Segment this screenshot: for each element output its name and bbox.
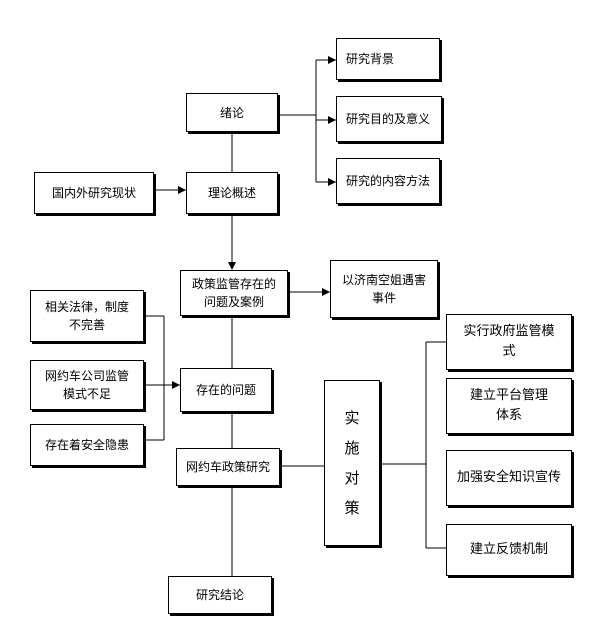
policy-problems-label: 政策监管存在的问题及案例 [191, 277, 276, 309]
conclusion-label: 研究结论 [195, 588, 244, 602]
safety-node: 存在着安全隐患 [30, 424, 144, 466]
conclusion-node: 研究结论 [168, 576, 272, 614]
purpose-label: 研究目的及意义 [346, 112, 431, 126]
platform-node: 建立平台管理体系 [446, 378, 572, 434]
law-node: 相关法律，制度不完善 [30, 290, 144, 342]
issues-label: 存在的问题 [195, 383, 256, 397]
law-label: 相关法律，制度不完善 [44, 300, 129, 332]
awareness-label: 加强安全知识宣传 [457, 470, 562, 485]
safety-label: 存在着安全隐患 [44, 438, 129, 452]
issues-node: 存在的问题 [180, 368, 272, 412]
measures-char-2: 施 [344, 439, 360, 457]
purpose-node: 研究目的及意义 [336, 96, 442, 142]
feedback-node: 建立反馈机制 [446, 524, 572, 576]
platform-label: 建立平台管理体系 [469, 388, 548, 423]
measures-node: 实 施 对 策 [324, 380, 380, 546]
company-mode-node: 网约车公司监管模式不足 [30, 360, 144, 410]
measures-char-3: 对 [344, 469, 360, 487]
awareness-node: 加强安全知识宣传 [446, 450, 572, 506]
domestic-research-label: 国内外研究现状 [51, 186, 136, 200]
method-node: 研究的内容方法 [336, 158, 440, 204]
gov-mode-label: 实行政府监管模式 [463, 324, 555, 359]
method-label: 研究的内容方法 [346, 174, 431, 188]
feedback-label: 建立反馈机制 [469, 542, 548, 557]
measures-char-1: 实 [344, 409, 360, 427]
case-label: 以济南空姐遇害事件 [341, 273, 426, 305]
policy-problems-node: 政策监管存在的问题及案例 [180, 270, 288, 316]
study-label: 网约车政策研究 [185, 460, 270, 474]
background-node: 研究背景 [336, 38, 440, 80]
theory-node: 理论概述 [186, 172, 278, 214]
company-mode-label: 网约车公司监管模式不足 [44, 369, 129, 401]
intro-label: 绪论 [219, 105, 244, 120]
measures-char-4: 策 [344, 499, 360, 517]
domestic-research-node: 国内外研究现状 [34, 172, 154, 214]
case-node: 以济南空姐遇害事件 [330, 260, 438, 318]
background-label: 研究背景 [346, 52, 395, 66]
theory-label: 理论概述 [207, 186, 256, 200]
gov-mode-node: 实行政府监管模式 [446, 314, 572, 370]
intro-node: 绪论 [186, 93, 278, 132]
study-node: 网约车政策研究 [176, 448, 280, 486]
